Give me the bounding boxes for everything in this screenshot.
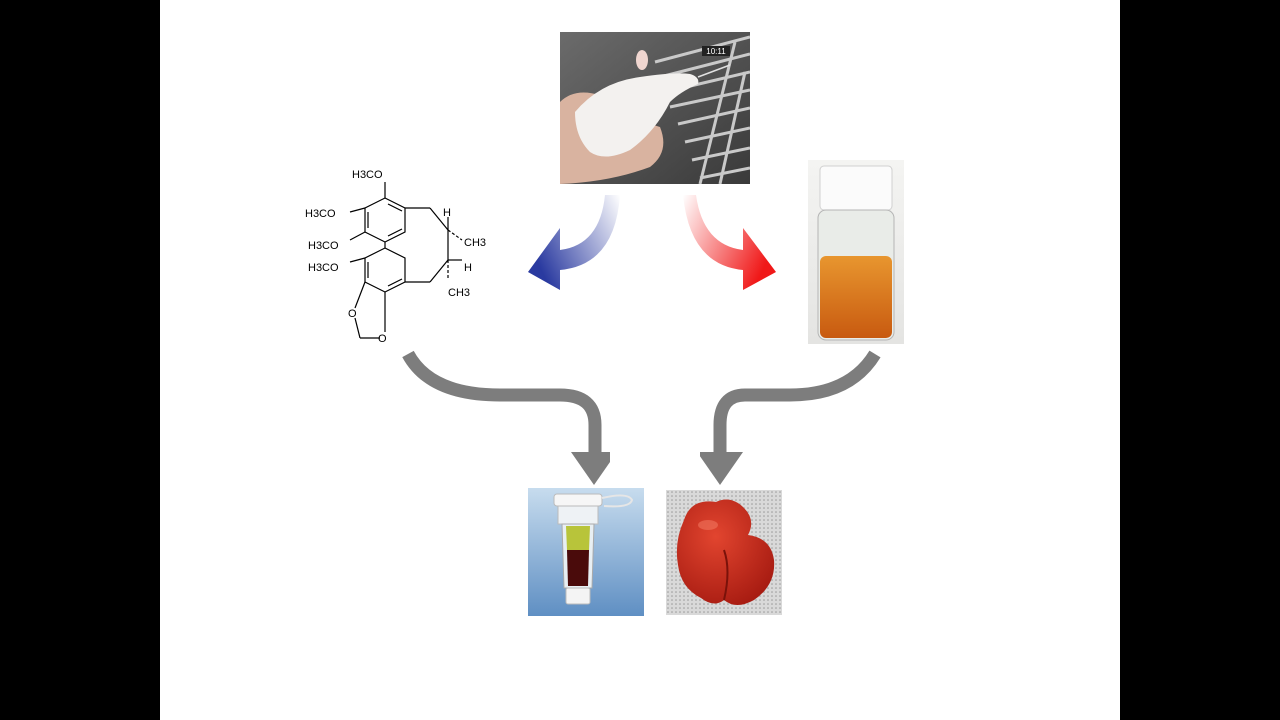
liver-fissure bbox=[723, 549, 729, 601]
structure-bonds bbox=[349, 182, 463, 339]
tube-lid bbox=[601, 494, 634, 508]
mouse-ear bbox=[636, 50, 648, 70]
vial-liquid bbox=[820, 256, 892, 338]
vial-cap bbox=[819, 165, 893, 211]
tube-cap bbox=[553, 493, 603, 507]
blood-layer bbox=[567, 550, 589, 586]
label-o-left: O bbox=[348, 308, 357, 320]
vial-svg bbox=[808, 160, 904, 344]
label-h3co-3: H3CO bbox=[308, 240, 339, 252]
solution-vial-photo bbox=[808, 160, 904, 344]
mouse-gavage-photo: 10:11 bbox=[560, 32, 750, 184]
gray-arrow-left bbox=[402, 350, 610, 485]
gray-arrow-right bbox=[700, 350, 881, 485]
blue-curved-arrow bbox=[528, 195, 620, 290]
structure-svg: H3CO H3CO H3CO H3CO CH3 CH3 H H O O bbox=[305, 169, 486, 345]
label-h3co-2: H3CO bbox=[305, 208, 336, 220]
mouse-body bbox=[575, 73, 699, 157]
blood-tube-photo bbox=[528, 488, 644, 616]
timestamp-box bbox=[702, 46, 730, 56]
label-h-mid: H bbox=[464, 262, 472, 274]
plasma-layer bbox=[566, 526, 590, 550]
label-ch3-top: CH3 bbox=[464, 237, 486, 249]
liver-tissue-photo bbox=[666, 490, 782, 615]
structure-labels: H3CO H3CO H3CO H3CO CH3 CH3 H H O O bbox=[305, 169, 486, 345]
liver-highlight bbox=[698, 520, 718, 530]
timestamp-text: 10:11 bbox=[706, 47, 726, 56]
gavage-needle bbox=[697, 64, 731, 78]
label-h-top: H bbox=[443, 207, 451, 219]
schisandrin-structure: H3CO H3CO H3CO H3CO CH3 CH3 H H O O bbox=[300, 160, 510, 350]
label-o-bottom: O bbox=[378, 333, 387, 345]
mouse-photo-svg: 10:11 bbox=[560, 32, 750, 184]
label-ch3-bottom: CH3 bbox=[448, 287, 470, 299]
tube-base bbox=[565, 587, 591, 605]
label-h3co-1: H3CO bbox=[352, 169, 383, 181]
red-curved-arrow bbox=[683, 195, 776, 290]
label-h3co-4: H3CO bbox=[308, 262, 339, 274]
tube-neck bbox=[557, 505, 599, 525]
slide: 10:11 bbox=[160, 0, 1120, 720]
liver-svg bbox=[666, 490, 782, 615]
tube-svg bbox=[528, 488, 644, 616]
